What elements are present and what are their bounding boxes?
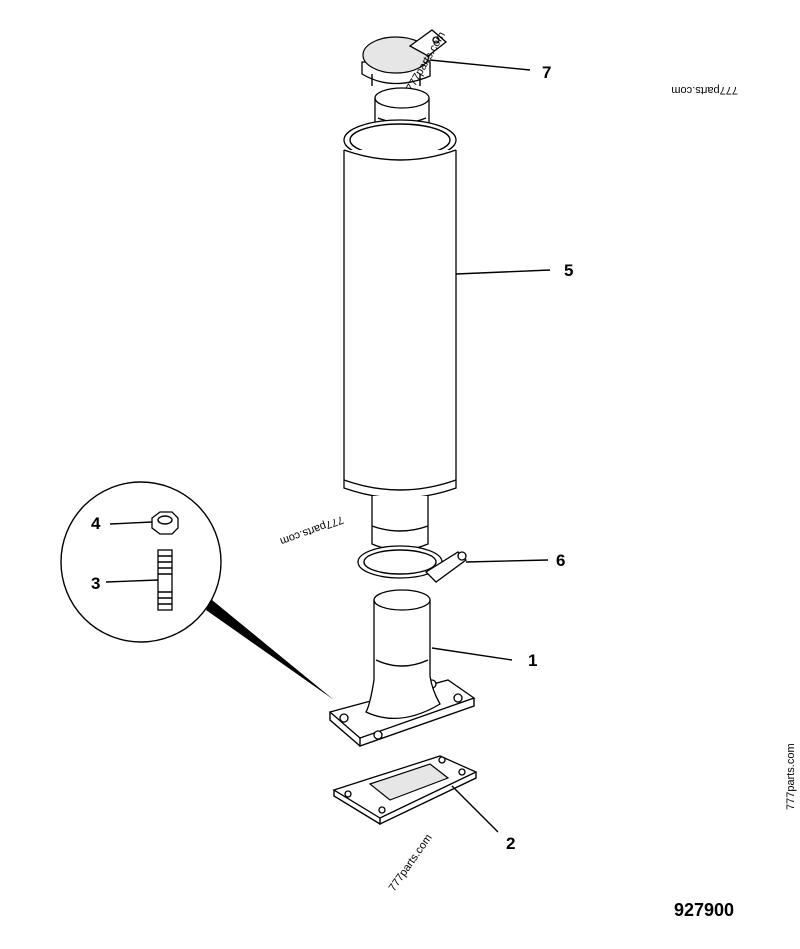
callout-6: 6 [556, 551, 565, 570]
exhaust-pipe-part-1 [328, 589, 476, 747]
detail-inset [60, 481, 334, 700]
gasket-part-2 [332, 755, 478, 826]
detail-pointer [206, 600, 334, 700]
callout-7: 7 [542, 63, 551, 82]
rain-cap-part-7: 777parts.com [361, 29, 448, 94]
callout-5: 5 [564, 261, 573, 280]
figure-number: 927900 [674, 900, 734, 920]
callout-3: 3 [91, 574, 100, 593]
leader-lines [105, 59, 551, 833]
callout-4: 4 [91, 514, 101, 533]
muffler-part-5 [343, 87, 457, 551]
clamp-part-6 [357, 545, 467, 583]
watermark-left: 777parts.com [278, 513, 345, 547]
watermark-top-right: 777parts.com [671, 84, 738, 96]
watermark-bottom: 777parts.com [387, 832, 435, 893]
callout-2: 2 [506, 834, 515, 853]
watermark-right-edge: 777parts.com [785, 743, 797, 810]
callout-1: 1 [528, 651, 537, 670]
